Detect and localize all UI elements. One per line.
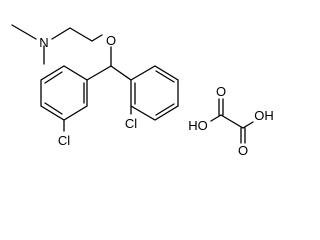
ether-oxygen-label: O [106, 33, 116, 48]
bond-ch-left-ring [86, 65, 112, 81]
carbonyl-oxygen-bottom-label: O [238, 143, 248, 158]
bond-ch-right-ring [110, 65, 132, 81]
bond-c2-oh [242, 121, 254, 129]
hydroxyl-left-label: HO [188, 118, 208, 133]
ring-left-outline [40, 65, 88, 121]
bond-ch2-ch2 [69, 27, 93, 42]
bond-c1-c2 [220, 114, 244, 129]
chlorine-left-label: Cl [58, 133, 70, 148]
central-carbon [86, 65, 132, 81]
ring-left-double-2 [44, 102, 63, 115]
nitrogen-label: N [39, 35, 48, 50]
chlorine-right-label: Cl [125, 116, 137, 131]
ring-right-double-1 [155, 70, 175, 83]
structure-diagram: N O Cl Cl HO OH O O [11, 24, 274, 158]
ring-left-double-3 [44, 71, 63, 84]
bond-n-ch2 [51, 27, 71, 40]
amine-chain [11, 24, 112, 67]
ring-right-outline [130, 65, 179, 121]
bond-ch2-o [91, 34, 103, 42]
oxalic-acid [210, 98, 254, 144]
ring-3-chlorophenyl [40, 65, 88, 132]
ring-2-chlorophenyl [130, 65, 179, 121]
bond-methyl-n [11, 24, 37, 40]
carbonyl-oxygen-top-label: O [216, 84, 226, 99]
hydroxyl-right-label: OH [254, 108, 274, 123]
ring-right-double-2 [155, 103, 175, 116]
bond-ho-c1 [210, 114, 222, 122]
